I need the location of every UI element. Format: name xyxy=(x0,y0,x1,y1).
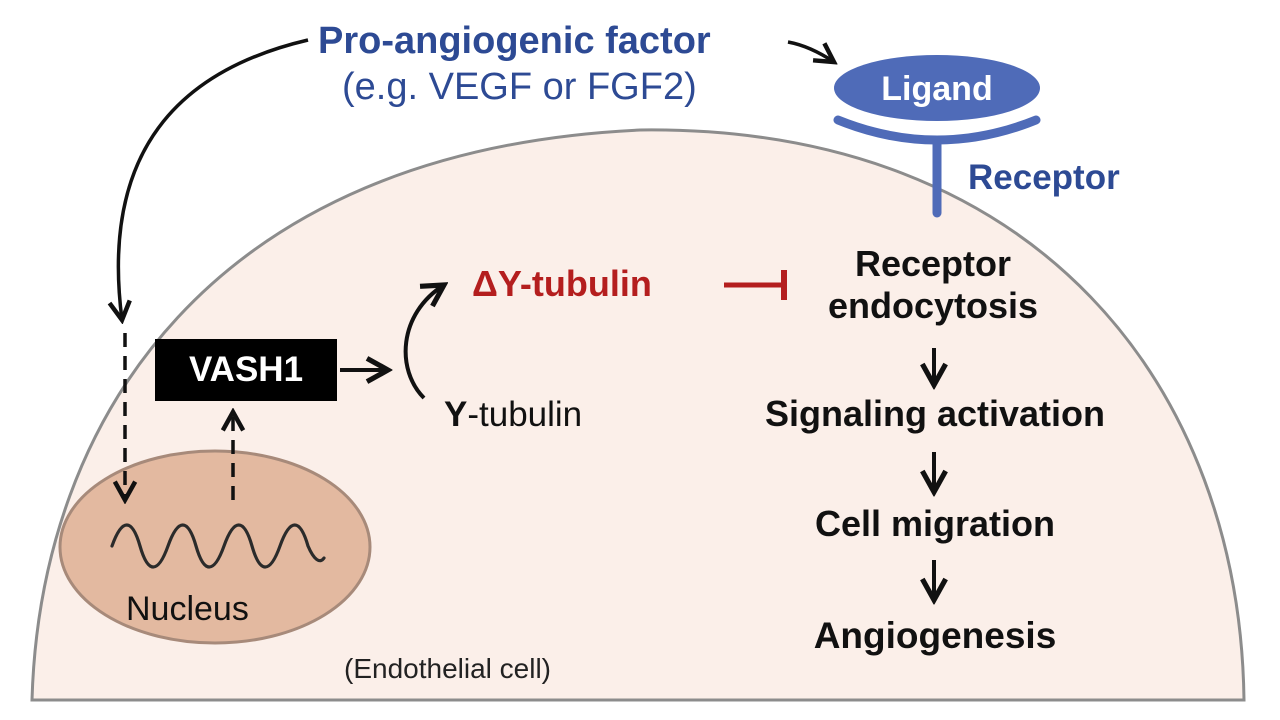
vash1-label: VASH1 xyxy=(188,350,304,389)
receptor-label: Receptor xyxy=(968,158,1120,197)
detyrosinated-tubulin-label: ΔY-tubulin xyxy=(472,266,652,302)
tyrosinated-tubulin-prefix: Y xyxy=(444,395,468,434)
factor-subtitle: (e.g. VEGF or FGF2) xyxy=(342,66,697,108)
endothelial-cell-label: (Endothelial cell) xyxy=(344,653,551,684)
vash1-box: VASH1 xyxy=(155,339,337,401)
tubulin-conversion-arrow xyxy=(403,285,444,400)
ligand-shape xyxy=(834,55,1040,121)
factor-title: Pro-angiogenic factor xyxy=(318,20,711,62)
step-cell-migration: Cell migration xyxy=(814,503,1056,544)
step-signaling-activation: Signaling activation xyxy=(764,393,1106,434)
factor-to-nucleus-arrow xyxy=(118,38,309,320)
receptor-cup-shape xyxy=(833,115,1041,145)
detyrosinated-tubulin-suffix: -tubulin xyxy=(519,263,652,304)
step-receptor-endocytosis: Receptor endocytosis xyxy=(827,243,1039,327)
tyrosinated-tubulin-suffix: -tubulin xyxy=(467,395,583,434)
nucleus-shape xyxy=(58,449,372,645)
step-angiogenesis: Angiogenesis xyxy=(813,615,1057,656)
ligand-label: Ligand xyxy=(881,70,993,108)
tyrosinated-tubulin-label: Y-tubulin xyxy=(444,397,582,432)
detyrosinated-tubulin-prefix: ΔY xyxy=(472,263,520,304)
nucleus-label: Nucleus xyxy=(126,590,249,628)
dna-icon xyxy=(110,523,326,569)
factor-to-ligand-arrow xyxy=(787,40,834,62)
